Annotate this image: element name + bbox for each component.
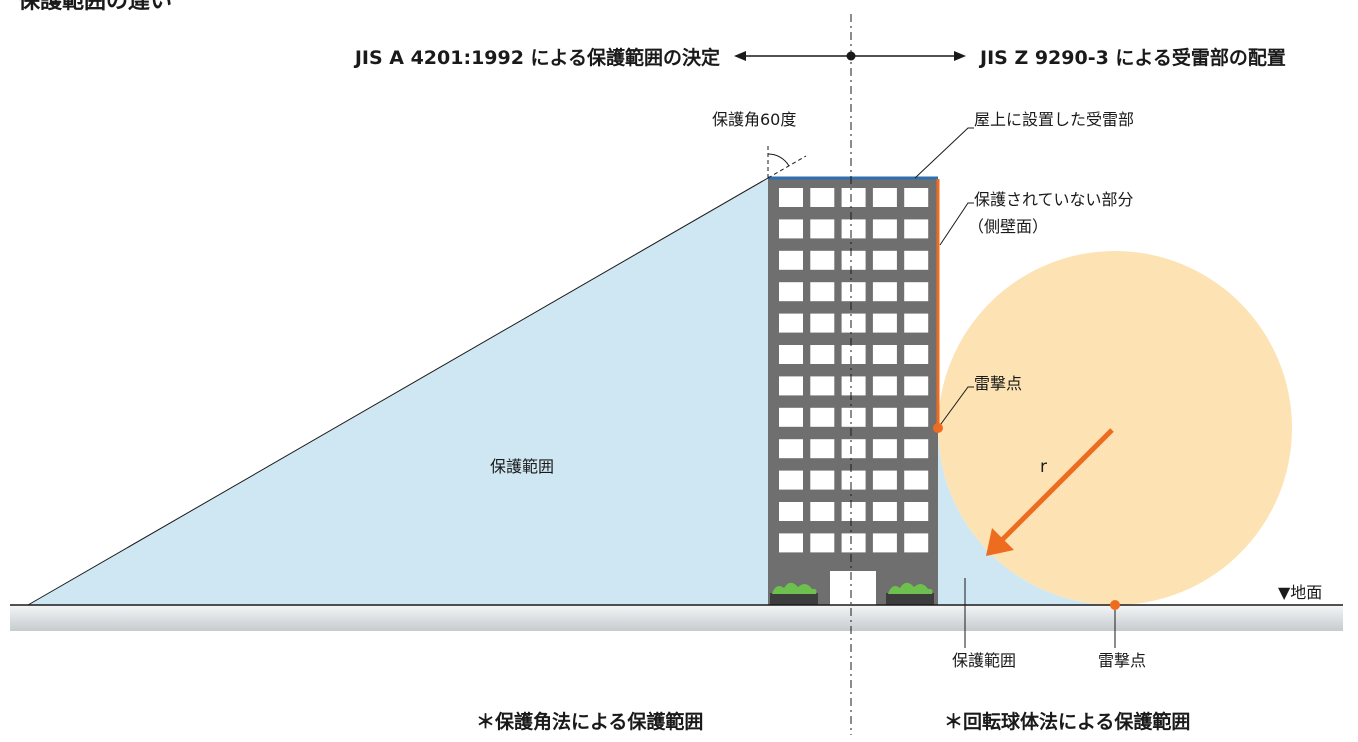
building-entrance: [830, 571, 876, 605]
strike-point-ground-label: 雷撃点: [1098, 651, 1146, 670]
building-window: [904, 407, 929, 427]
building-window: [841, 470, 866, 490]
protection-cone-edge: [27, 177, 769, 606]
building-window: [779, 282, 803, 302]
building-window: [872, 439, 897, 459]
building-window: [872, 282, 897, 302]
building-window: [872, 219, 897, 239]
building-window: [841, 313, 866, 333]
building-window: [904, 376, 929, 396]
building-window: [872, 470, 897, 490]
building-window: [810, 533, 835, 553]
building-window: [810, 219, 835, 239]
building-window: [841, 188, 866, 207]
building-window: [841, 407, 866, 427]
building-window: [779, 313, 803, 333]
arrow-left-icon: [734, 51, 746, 61]
building-window: [779, 439, 803, 459]
angle-arc: [767, 153, 790, 167]
building-window: [810, 407, 835, 427]
building-window: [904, 219, 929, 239]
building-window: [810, 282, 835, 302]
ground-label: ▼地面: [1278, 583, 1322, 602]
building-window: [841, 376, 866, 396]
unprotected-part-label-line2: （側壁面）: [968, 217, 1048, 236]
strike-point-ground-dot: [1110, 600, 1120, 610]
building-window: [810, 345, 835, 364]
rooftop-receptor-leader: [914, 127, 974, 179]
building-window: [872, 376, 897, 396]
building-window: [810, 470, 835, 490]
footer-rolling-sphere-method: ＊回転球体法による保護範囲: [944, 710, 1190, 733]
building-window: [779, 376, 803, 396]
building-window: [872, 533, 897, 553]
building-window: [810, 250, 835, 270]
building-window: [904, 502, 929, 521]
protection-angle-label: 保護角60度: [712, 110, 796, 129]
building-window: [779, 502, 803, 521]
building-window: [841, 439, 866, 459]
building-window: [779, 407, 803, 427]
protection-zone-sphere: [938, 428, 1115, 605]
shrub-left: [772, 582, 817, 594]
building-window: [810, 439, 835, 459]
planter-right: [886, 593, 934, 605]
building-window: [872, 313, 897, 333]
page-title: 保護範囲の違い: [17, 0, 172, 14]
right-method-header: JIS Z 9290-3 による受雷部の配置: [978, 46, 1286, 69]
building-window: [872, 345, 897, 364]
building-windows: [779, 188, 929, 553]
building-window: [779, 470, 803, 490]
building-window: [841, 250, 866, 270]
radius-label: r: [1040, 457, 1047, 477]
building-window: [904, 345, 929, 364]
building-window: [779, 219, 803, 239]
building-window: [904, 282, 929, 302]
building-window: [872, 502, 897, 521]
building-window: [841, 282, 866, 302]
building-window: [872, 250, 897, 270]
left-method-header: JIS A 4201:1992 による保護範囲の決定: [353, 46, 720, 69]
unprotected-part-leader: [939, 202, 974, 246]
header-center-dot: [846, 51, 856, 61]
building-window: [904, 250, 929, 270]
building-window: [904, 533, 929, 553]
protection-range-left-label: 保護範囲: [490, 457, 554, 476]
strike-point-wall-label: 雷撃点: [974, 374, 1022, 393]
building-window: [810, 188, 835, 207]
building-window: [810, 376, 835, 396]
building-window: [779, 250, 803, 270]
ground-band: [10, 605, 1343, 631]
radius-arrow-head-icon: [986, 528, 1014, 556]
rooftop-receptor-label: 屋上に設置した受雷部: [974, 110, 1134, 129]
protection-range-bottom-label: 保護範囲: [952, 651, 1016, 670]
building-window: [841, 502, 866, 521]
building-window: [904, 439, 929, 459]
building-window: [904, 188, 929, 207]
arrow-right-icon: [954, 51, 966, 61]
building-window: [779, 188, 803, 207]
shrub-right: [888, 582, 933, 594]
building-window: [779, 533, 803, 553]
building-window: [841, 345, 866, 364]
footer-angle-method: ＊保護角法による保護範囲: [476, 710, 703, 733]
building-window: [810, 313, 835, 333]
building-window: [904, 470, 929, 490]
building-window: [904, 313, 929, 333]
building-window: [779, 345, 803, 364]
building-window: [841, 219, 866, 239]
building-window: [841, 533, 866, 553]
strike-point-wall-leader: [937, 386, 974, 429]
building-window: [872, 407, 897, 427]
radius-arrow: [997, 428, 1114, 545]
building-window: [810, 502, 835, 521]
planter-left: [770, 593, 818, 605]
unprotected-part-label-line1: 保護されていない部分: [974, 190, 1134, 209]
building-window: [872, 188, 897, 207]
strike-point-wall-dot: [933, 423, 943, 433]
angle-slope-guide: [767, 155, 807, 179]
